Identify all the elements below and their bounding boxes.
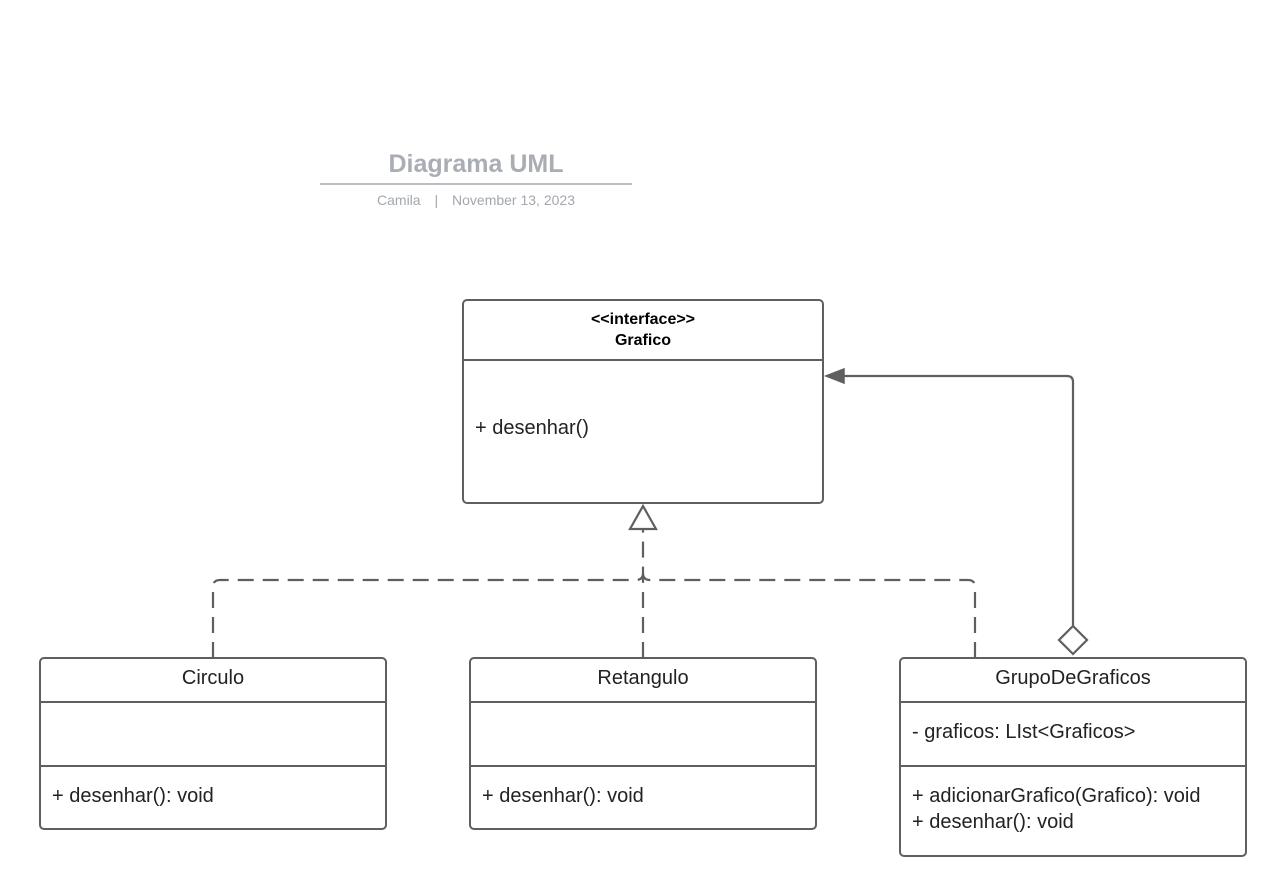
class-grupo-attributes: - graficos: LIst<Graficos> <box>901 703 1245 767</box>
title-block: Diagrama UML Camila | November 13, 2023 <box>320 148 632 209</box>
class-retangulo-operation: + desenhar(): void <box>482 785 644 807</box>
class-circulo-attributes <box>41 703 385 767</box>
class-circulo[interactable]: Circulo + desenhar(): void <box>39 657 387 830</box>
realization-line-circulo[interactable] <box>211 530 645 658</box>
class-grafico-operations: + desenhar() <box>464 361 822 441</box>
aggregation-diamond <box>1057 624 1089 656</box>
class-grafico-name: Grafico <box>614 332 671 349</box>
meta-separator: | <box>434 192 439 208</box>
class-circulo-operations: + desenhar(): void <box>41 767 385 809</box>
class-circulo-name: Circulo <box>181 667 245 689</box>
diagram-date: November 13, 2023 <box>452 192 575 208</box>
class-retangulo-operations: + desenhar(): void <box>471 767 815 809</box>
class-grupo-operation-adicionar: + adicionarGrafico(Grafico): void <box>912 785 1201 807</box>
aggregation-arrowhead <box>823 367 845 385</box>
class-retangulo-name: Retangulo <box>597 667 689 689</box>
class-retangulo-attributes <box>471 703 815 767</box>
diagram-meta: Camila | November 13, 2023 <box>320 191 632 209</box>
class-grafico[interactable]: <<interface>> Grafico + desenhar() <box>462 299 824 504</box>
class-grupo-header: GrupoDeGraficos <box>901 659 1245 703</box>
class-grafico-stereotype: <<interface>> <box>590 311 696 328</box>
author-name: Camila <box>377 192 421 208</box>
realization-arrowhead <box>628 503 658 531</box>
realization-line-grupo[interactable] <box>641 572 977 658</box>
class-retangulo-header: Retangulo <box>471 659 815 703</box>
class-grafico-header: <<interface>> Grafico <box>464 301 822 361</box>
realization-connectors[interactable] <box>211 530 977 658</box>
class-circulo-header: Circulo <box>41 659 385 703</box>
class-retangulo[interactable]: Retangulo + desenhar(): void <box>469 657 817 830</box>
class-grupo-de-graficos[interactable]: GrupoDeGraficos - graficos: LIst<Grafico… <box>899 657 1247 857</box>
class-grupo-operations: + adicionarGrafico(Grafico): void + dese… <box>901 767 1245 835</box>
class-grafico-operation: + desenhar() <box>475 417 589 439</box>
class-grupo-operation-desenhar: + desenhar(): void <box>912 811 1074 833</box>
class-circulo-operation: + desenhar(): void <box>52 785 214 807</box>
class-grupo-name: GrupoDeGraficos <box>995 667 1151 689</box>
aggregation-line[interactable] <box>844 374 1075 626</box>
class-grupo-attribute: - graficos: LIst<Graficos> <box>912 721 1136 743</box>
diagram-title[interactable]: Diagrama UML <box>320 148 632 185</box>
